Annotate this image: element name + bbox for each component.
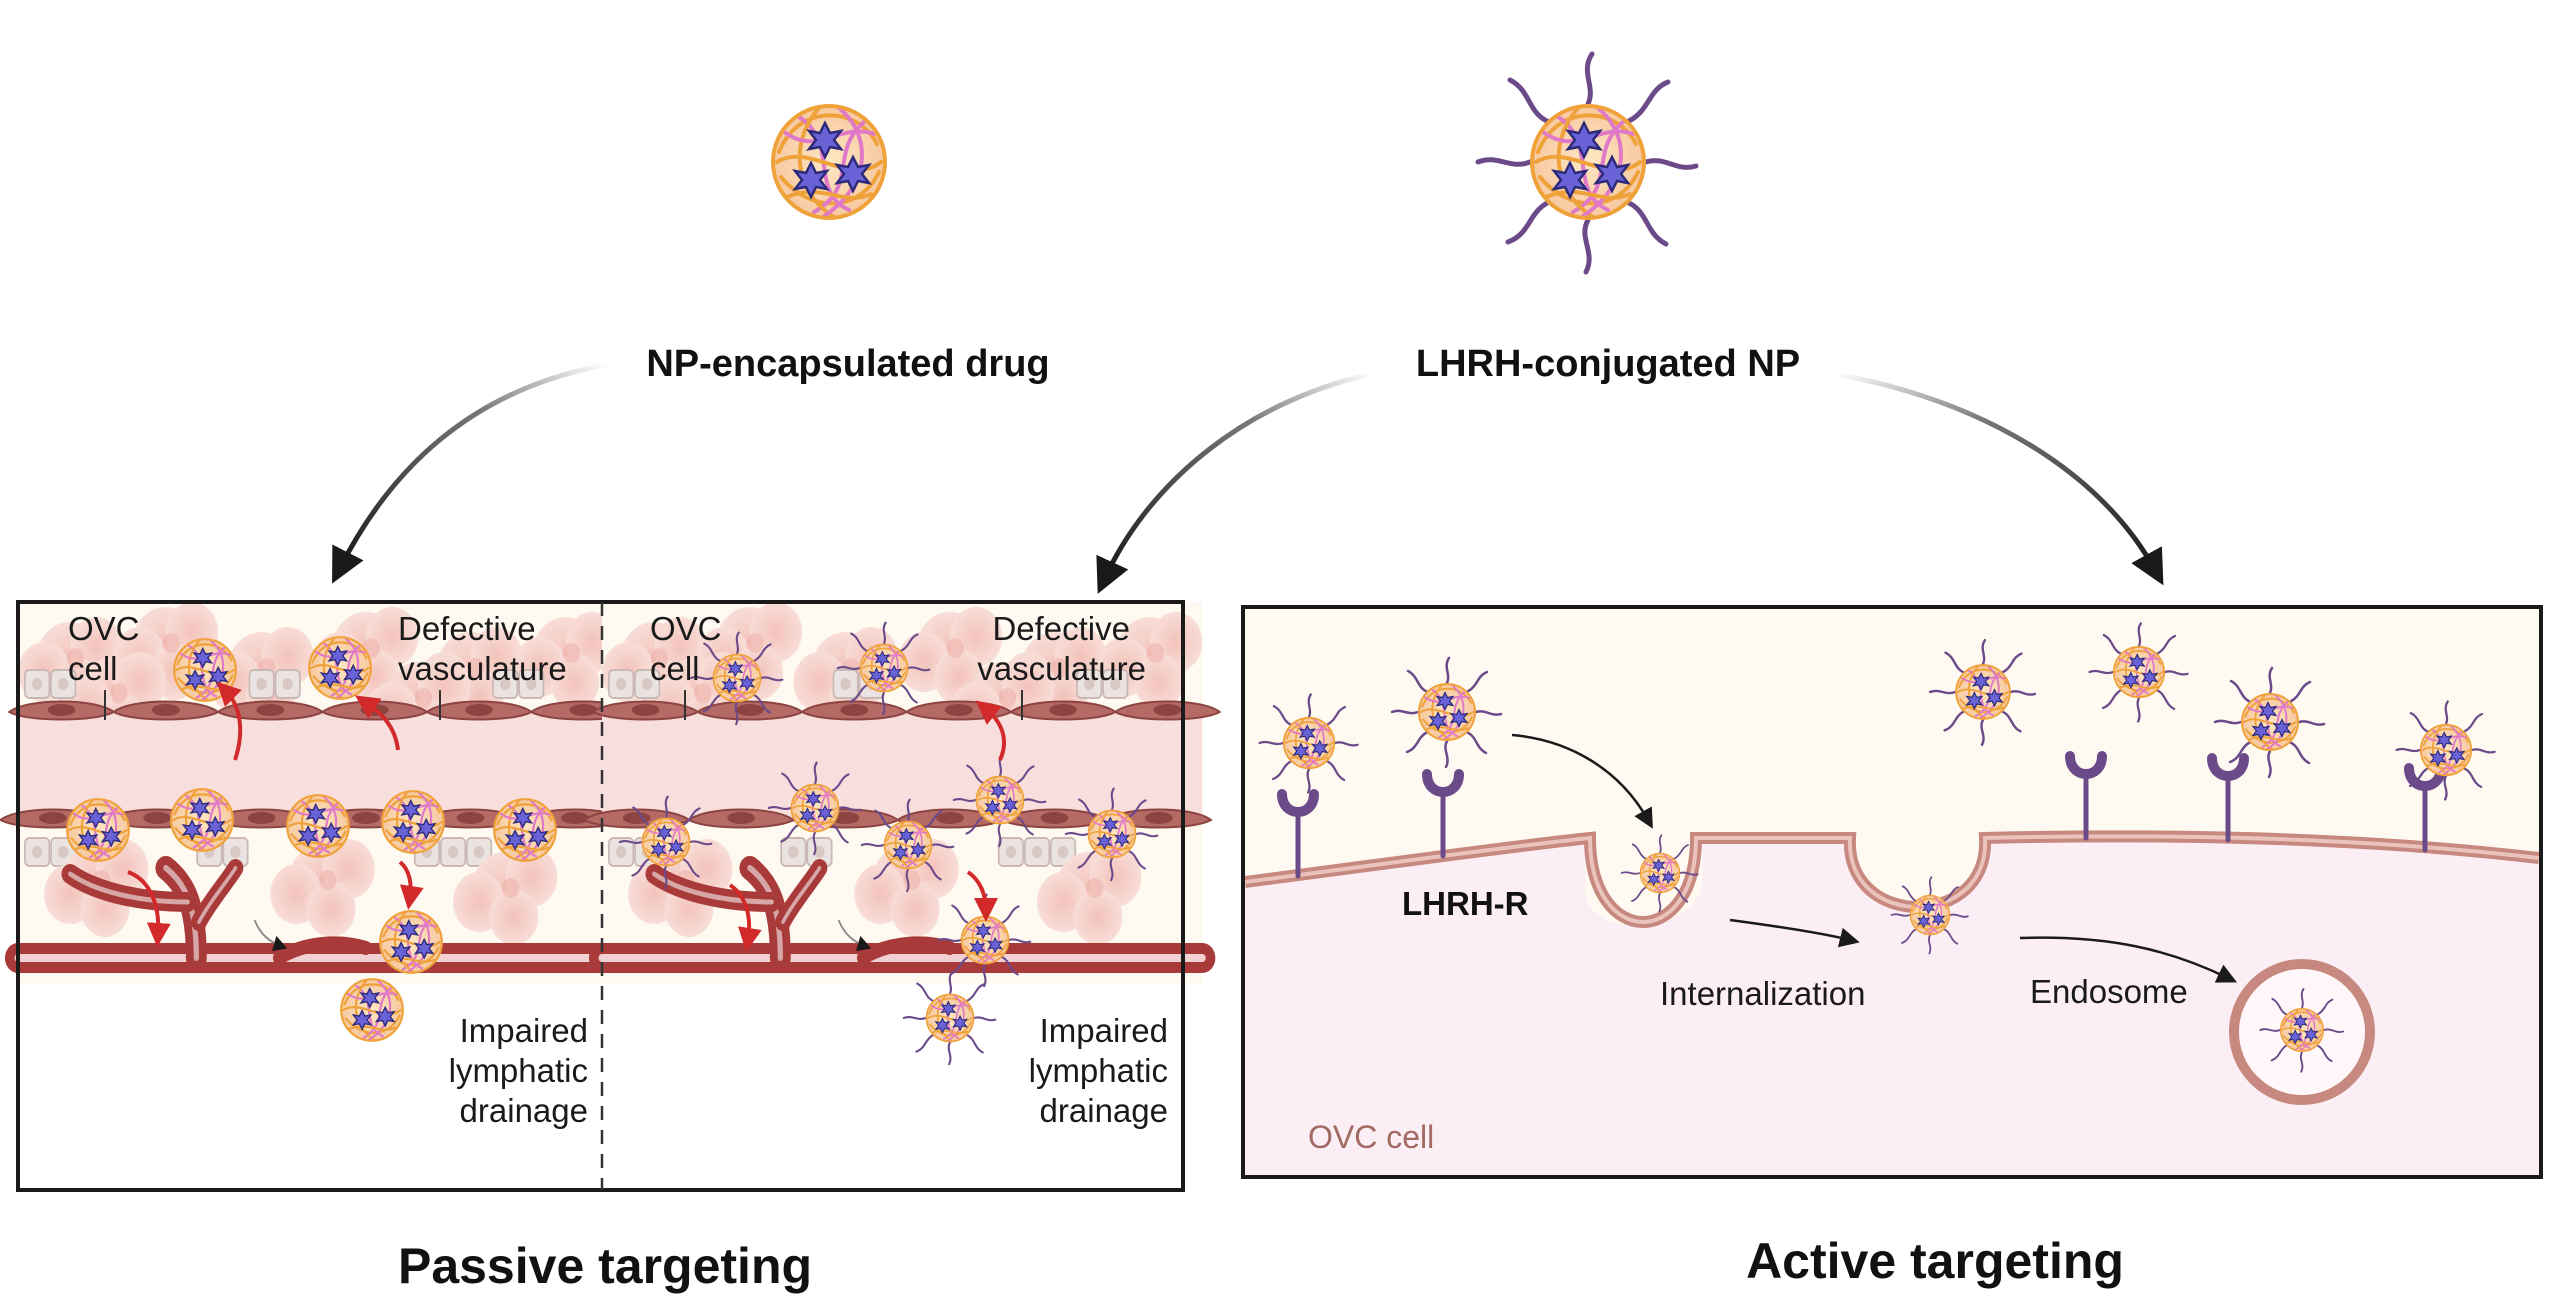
left-ovc-label: OVC <box>68 610 140 647</box>
right-cell-label: cell <box>650 650 700 687</box>
arrow-np-to-passive <box>332 362 606 584</box>
lhrh-conjugated-label: LHRH-conjugated NP <box>1416 343 1800 385</box>
endosome-label: Endosome <box>2030 973 2188 1010</box>
ovc-cell-active-label: OVC cell <box>1308 1119 1434 1155</box>
np-encapsulated-label: NP-encapsulated drug <box>646 343 1049 385</box>
internalization-label: Internalization <box>1660 975 1865 1012</box>
active-panel: LHRH-R Internalization Endosome OVC cell <box>1243 607 2541 1177</box>
right-ovc-label: OVC <box>650 610 722 647</box>
right-drainage-label: drainage <box>1040 1092 1168 1129</box>
lhrh-conjugated-np-particle <box>1478 54 1696 272</box>
left-lymphatic-label: lymphatic <box>449 1052 588 1089</box>
arrow-lhrh-to-passive <box>1096 371 1373 594</box>
passive-frame <box>16 600 1185 1192</box>
left-cell-label: cell <box>68 650 118 687</box>
right-lymphatic-label: lymphatic <box>1029 1052 1168 1089</box>
left-defective-label: Defective <box>398 610 536 647</box>
internalization-arrows <box>1511 733 2238 983</box>
right-impaired-label: Impaired <box>1040 1012 1168 1049</box>
active-targeting-title: Active targeting <box>1746 1233 2124 1289</box>
left-drainage-label: drainage <box>460 1092 588 1129</box>
lhrh-r-label: LHRH-R <box>1402 885 1529 922</box>
passive-red-arrows <box>127 681 424 947</box>
arrow-lhrh-to-active <box>1834 371 2164 586</box>
active-frame <box>1241 605 2543 1179</box>
passive-panel-right: OVC cell Defective vasculature Impaired … <box>585 602 1220 1129</box>
left-vasculature-label: vasculature <box>398 650 567 687</box>
passive-right-red-arrows <box>728 700 1006 952</box>
right-vasculature-label: vasculature <box>977 650 1146 687</box>
np-encapsulated-drug-particle <box>771 104 887 220</box>
left-impaired-label: Impaired <box>460 1012 588 1049</box>
right-defective-label: Defective <box>992 610 1130 647</box>
passive-targeting-title: Passive targeting <box>398 1238 812 1294</box>
passive-panel-left: OVC cell Defective vasculature Impaired … <box>1 602 636 1129</box>
